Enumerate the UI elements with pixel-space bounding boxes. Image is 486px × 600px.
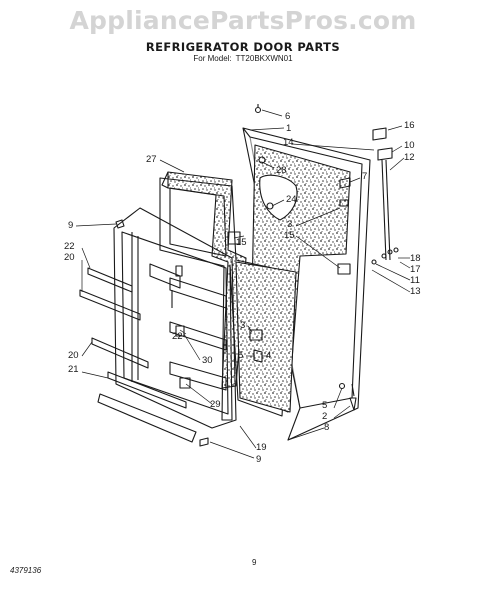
callout-15-right: 15: [284, 230, 295, 241]
callout-22-lower: 22: [172, 331, 183, 342]
callout-18: 18: [410, 253, 421, 264]
document-number: 4379136: [10, 566, 42, 575]
callout-3-right: 3: [287, 219, 293, 230]
shelf-bar-upper: [87, 267, 133, 293]
callout-5-lower: 5: [322, 400, 328, 411]
callout-27: 27: [146, 154, 157, 165]
watermark: AppliancePartsPros.com: [69, 6, 417, 35]
callout-20-lower: 20: [68, 350, 79, 361]
callout-6: 6: [285, 111, 291, 122]
callout-22-top: 22: [64, 241, 75, 252]
door-bottom-trim: [97, 393, 197, 443]
callout-15-left: 15: [236, 237, 247, 248]
callout-7: 7: [362, 171, 368, 182]
page-title: REFRIGERATOR DOOR PARTS: [145, 40, 341, 54]
callout-17: 17: [410, 264, 421, 275]
callout-1: 1: [286, 123, 292, 134]
callout-19: 19: [256, 442, 267, 453]
callout-21: 21: [68, 364, 79, 375]
model-prefix: For Model:: [193, 54, 232, 63]
callout-24: 24: [286, 194, 297, 205]
callout-9-top: 9: [68, 220, 74, 231]
callout-4: 4: [266, 350, 272, 361]
callout-20-top: 20: [64, 252, 75, 263]
page-number: 9: [252, 558, 257, 567]
callout-9-bottom: 9: [256, 454, 262, 465]
model-number: TT20BKXWN01: [235, 54, 293, 63]
callout-28: 28: [276, 165, 287, 176]
callout-10: 10: [404, 140, 415, 151]
callout-11: 11: [410, 275, 420, 286]
callout-16: 16: [404, 120, 415, 131]
shelf-bar-lower: [91, 337, 149, 369]
callout-30: 30: [202, 355, 213, 366]
model-line: For Model:TT20BKXWN01: [0, 54, 486, 63]
callout-3-lower: 3: [240, 320, 246, 331]
callout-2: 2: [322, 411, 328, 422]
callout-13: 13: [410, 286, 421, 297]
inner-door-liner: [113, 207, 237, 429]
callout-5-mid: 5: [238, 350, 244, 361]
callout-8: 8: [324, 422, 330, 433]
callout-29: 29: [210, 399, 221, 410]
callout-12: 12: [404, 152, 415, 163]
callout-14: 14: [283, 137, 294, 148]
